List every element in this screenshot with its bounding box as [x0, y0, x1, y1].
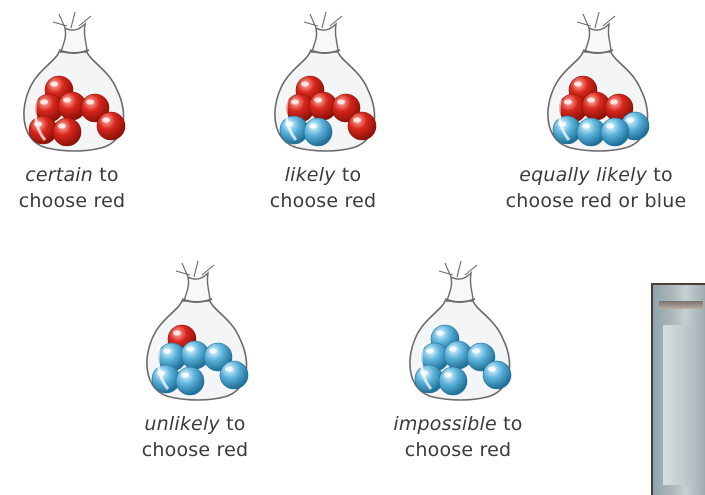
marble-highlight	[225, 366, 233, 371]
marble-bag-illustration	[258, 6, 388, 156]
bag-caption: certain to choose red	[0, 162, 177, 214]
cropped-photo-fragment	[651, 283, 705, 495]
bag-card-impossible: impossible to choose red	[353, 255, 563, 463]
probability-term: certain	[25, 164, 93, 186]
bag-caption: unlikely to choose red	[90, 411, 300, 463]
blue-marble	[439, 367, 467, 395]
probability-term: likely	[285, 164, 336, 186]
marble-highlight	[449, 346, 457, 351]
blue-marble	[220, 361, 248, 389]
marble-highlight	[40, 99, 48, 104]
bag-caption: likely to choose red	[218, 162, 428, 214]
marble-highlight	[181, 372, 189, 377]
marble-highlight	[291, 99, 299, 104]
bag-neck	[447, 273, 473, 301]
caption-outcome: choose red	[142, 439, 249, 461]
marble-highlight	[186, 346, 194, 351]
caption-outcome: choose red	[270, 190, 377, 212]
caption-outcome: choose red or blue	[506, 190, 687, 212]
probability-term: equally likely	[519, 164, 647, 186]
marble-highlight	[472, 348, 480, 353]
caption-outcome: choose red	[19, 190, 126, 212]
red-marble	[348, 112, 376, 140]
caption-connector: to	[93, 164, 119, 186]
marble-highlight	[574, 81, 582, 86]
marble-highlight	[582, 123, 590, 128]
marble-highlight	[426, 348, 434, 353]
bag-neck	[312, 24, 338, 52]
marble-highlight	[488, 366, 496, 371]
blue-marble	[601, 118, 629, 146]
marble-highlight	[314, 97, 322, 102]
photo-rail	[659, 301, 703, 309]
blue-marble	[483, 361, 511, 389]
marble-highlight	[301, 81, 309, 86]
bag-card-unlikely: unlikely to choose red	[90, 255, 300, 463]
marble-highlight	[173, 330, 181, 335]
marble-highlight	[436, 330, 444, 335]
blue-marble	[176, 367, 204, 395]
marble-highlight	[610, 99, 618, 104]
marble-highlight	[102, 117, 110, 122]
probability-term: impossible	[393, 413, 497, 435]
marble-highlight	[564, 99, 572, 104]
probability-term: unlikely	[144, 413, 219, 435]
marble-bag-illustration	[531, 6, 661, 156]
marble-highlight	[309, 123, 317, 128]
bag-neck	[184, 273, 210, 301]
marble-highlight	[86, 99, 94, 104]
bag-caption: equally likely to choose red or blue	[491, 162, 701, 214]
marble-highlight	[606, 123, 614, 128]
marble-highlight	[337, 99, 345, 104]
marble-highlight	[163, 348, 171, 353]
caption-connector: to	[647, 164, 673, 186]
marble-highlight	[353, 117, 361, 122]
caption-connector: to	[336, 164, 362, 186]
red-marble	[97, 112, 125, 140]
caption-outcome: choose red	[405, 439, 512, 461]
bag-card-likely: likely to choose red	[218, 6, 428, 214]
bag-caption: impossible to choose red	[353, 411, 563, 463]
marble-highlight	[444, 372, 452, 377]
marble-bag-illustration	[7, 6, 137, 156]
marble-bag-illustration	[393, 255, 523, 405]
marble-highlight	[50, 81, 58, 86]
bag-card-certain: certain to choose red	[0, 6, 177, 214]
marble-highlight	[58, 123, 66, 128]
marble-highlight	[626, 117, 634, 122]
bag-neck	[61, 24, 87, 52]
caption-connector: to	[497, 413, 523, 435]
caption-connector: to	[220, 413, 246, 435]
red-marble	[53, 118, 81, 146]
blue-marble	[304, 118, 332, 146]
photo-window	[663, 325, 693, 485]
bag-neck	[585, 24, 611, 52]
marble-bag-illustration	[130, 255, 260, 405]
marble-highlight	[587, 97, 595, 102]
marble-highlight	[63, 97, 71, 102]
bag-card-equally-likely: equally likely to choose red or blue	[491, 6, 701, 214]
marble-highlight	[209, 348, 217, 353]
